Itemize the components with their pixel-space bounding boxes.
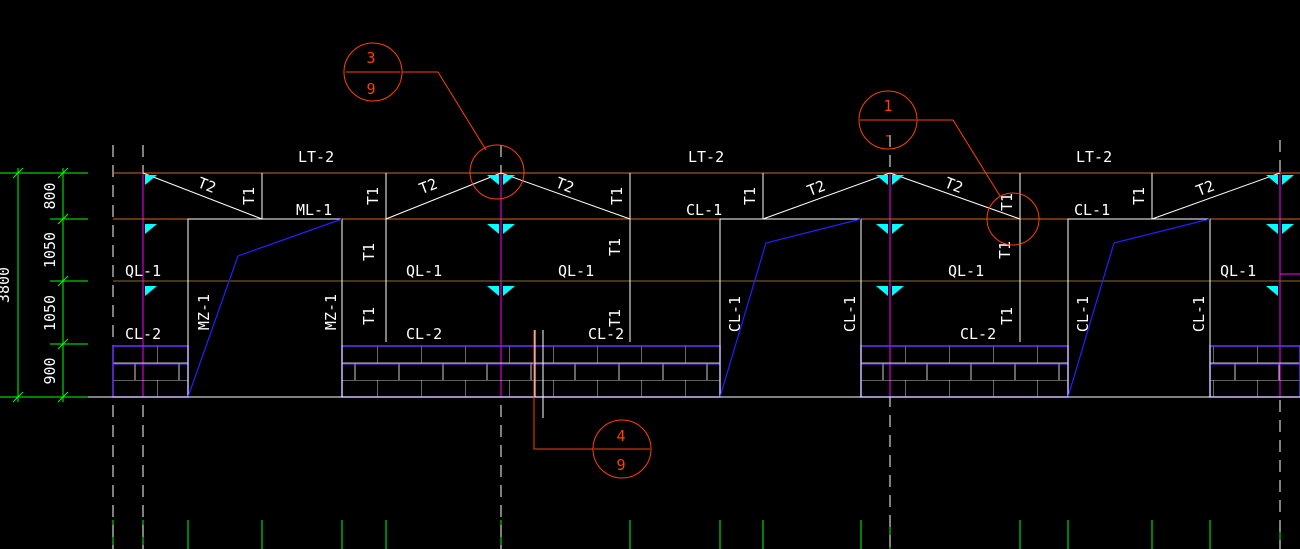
detail-callouts: 3 9 1 - 4 9 [343,42,1040,479]
t1-label: T1 [360,243,378,261]
column-labels: MZ-1 MZ-1 CL-1 CL-1 CL-1 CL-1 [195,294,1208,332]
dimension-chain [0,167,88,403]
member-labels: LT-2 LT-2 LT-2 ML-1 CL-1 CL-1 QL-1 QL-1 … [125,148,1256,343]
label-cl1-col: CL-1 [1074,296,1092,332]
label-ql1-2: QL-1 [406,262,442,280]
label-mz1-left: MZ-1 [195,294,213,330]
t2-label: T2 [553,174,576,197]
t1-label: T1 [996,241,1014,259]
t1-label: T1 [608,187,626,205]
t1-label: T1 [1130,187,1148,205]
brick-walls [112,345,1300,398]
t1-label: T1 [606,309,624,327]
label-lt2-2: LT-2 [688,148,724,166]
label-cl1-col: CL-1 [726,296,744,332]
label-cl1-top-2: CL-1 [1074,201,1110,219]
t1-label: T1 [998,307,1016,325]
callout-4-9: 4 9 [533,330,652,479]
t1-label: T1 [364,187,382,205]
label-cl1-top-1: CL-1 [686,201,722,219]
label-ql1-3: QL-1 [558,262,594,280]
dim-total: 3800 [0,267,13,303]
t1-label: T1 [360,307,378,325]
label-lt2-1: LT-2 [298,148,334,166]
dim-seg-2: 1050 [41,232,59,268]
label-mz1-right: MZ-1 [322,294,340,330]
label-cl2-1: CL-2 [125,325,161,343]
callout-sheet: 9 [366,80,375,98]
callout-number: 4 [616,427,625,445]
dim-seg-3: 1050 [41,295,59,331]
label-cl1-col: CL-1 [1190,296,1208,332]
label-ql1-5: QL-1 [1220,262,1256,280]
dimension-texts: 3800 800 1050 1050 900 [0,182,59,384]
cyan-markers [145,175,1294,296]
label-ql1-4: QL-1 [948,262,984,280]
callout-1-dash: 1 - [858,90,1040,246]
stair-lines [187,218,1211,398]
label-cl2-4: CL-2 [960,325,996,343]
truss-verticals [261,173,1153,418]
callout-number: 1 [883,97,892,115]
label-ml1: ML-1 [296,201,332,219]
t2-label: T2 [942,174,965,197]
dim-seg-4: 900 [41,357,59,384]
callout-sheet: - [883,126,892,144]
t2-labels: T2 T2 T2 T2 T2 T2 [195,174,1217,200]
t2-label: T2 [417,175,440,198]
door-frames [187,218,1211,397]
label-cl1-col: CL-1 [841,296,859,332]
t1-label: T1 [240,187,258,205]
t2-label: T2 [195,174,218,197]
label-cl2-3: CL-2 [588,325,624,343]
t1-labels: T1 T1 T1 T1 T1 T1 T1 T1 T1 T1 T1 T1 [240,187,1148,327]
bottom-tick-marks [112,520,1281,549]
dim-seg-1: 800 [41,182,59,209]
t2-label: T2 [805,177,828,200]
t1-label: T1 [606,238,624,256]
t1-label: T1 [741,187,759,205]
label-cl2-2: CL-2 [406,325,442,343]
label-ql1-1: QL-1 [125,262,161,280]
callout-sheet: 9 [616,456,625,474]
t2-label: T2 [1194,177,1217,200]
callout-3-9: 3 9 [343,42,525,200]
label-lt2-3: LT-2 [1076,148,1112,166]
t1-label: T1 [998,193,1016,211]
callout-number: 3 [366,49,375,67]
